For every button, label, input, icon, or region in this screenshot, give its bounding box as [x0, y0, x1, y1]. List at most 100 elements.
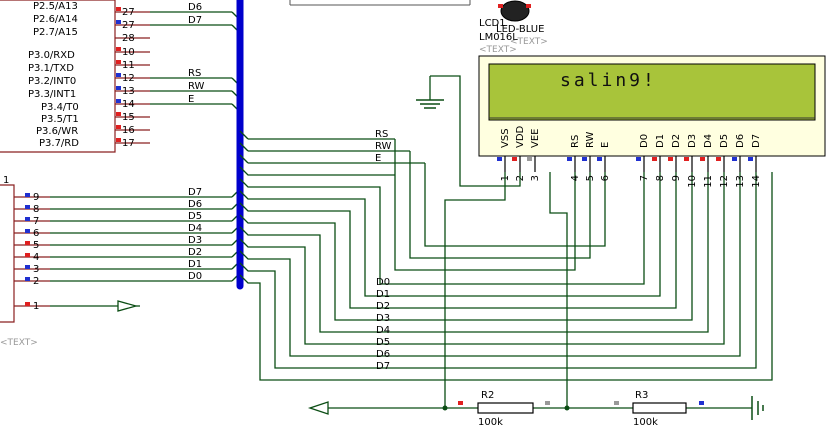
lcd-pin-number: 9 — [671, 175, 682, 181]
lcd-pin-marker — [527, 157, 532, 161]
mcu-pin-label: P3.7/RD — [39, 138, 79, 149]
led-component: LED-BLUE <TEXT> — [496, 0, 548, 47]
mcu-pin-label: P2.7/A15 — [33, 27, 78, 38]
lcd-pins: VSS1VDD2VEE3RS4RW5E6D07D18D29D310D411D51… — [497, 125, 762, 188]
lcd-pin-number: 3 — [530, 175, 541, 181]
mcu-pin-number: 27 — [122, 7, 135, 18]
mcu-pin-label: P3.6/WR — [36, 126, 78, 137]
net-label: D4 — [376, 325, 390, 336]
r3-ref: R3 — [635, 390, 648, 401]
mcu-pin-label: P3.4/T0 — [41, 102, 79, 113]
lcd-pin-number: 14 — [751, 175, 762, 188]
net-label: D3 — [188, 235, 202, 246]
resistor-r2: R2 100k — [458, 390, 550, 428]
connector-pin-number: 1 — [33, 301, 39, 312]
connector-ref: 1 — [3, 175, 9, 186]
lcd-pin-name: D5 — [719, 134, 730, 148]
mcu-pin-label: P3.2/INT0 — [28, 76, 76, 87]
lcd-pin-marker — [597, 157, 602, 161]
mcu-pin-number: 13 — [122, 86, 135, 97]
lcd-pin-number: 7 — [639, 175, 650, 181]
mcu-pin-label: P2.6/A14 — [33, 14, 78, 25]
lcd-pin-number: 4 — [570, 175, 581, 181]
mcu-pin-number: 11 — [122, 60, 135, 71]
connector-pin-number: 4 — [33, 252, 39, 263]
lcd-pin-marker — [700, 157, 705, 161]
connector-pin-number: 9 — [33, 192, 39, 203]
mcu-pin-label: P3.3/INT1 — [28, 89, 76, 100]
lcd-power-nets — [416, 75, 568, 408]
lcd-pin-number: 10 — [687, 175, 698, 188]
lcd-pin-name: D6 — [735, 134, 746, 148]
net-label: D7 — [188, 187, 202, 198]
bus-data-nets: D0 D1 D2 D3 D4 D5 D6 D7 — [239, 166, 773, 381]
lcd-pin-name: D1 — [655, 134, 666, 148]
net-label: D3 — [376, 313, 390, 324]
lcd-ref: LCD1 — [479, 18, 506, 29]
net-label: D4 — [188, 223, 202, 234]
mcu-pin-number: 14 — [122, 99, 135, 110]
lcd-pin-name: VDD — [515, 125, 526, 148]
lcd-pin-number: 12 — [719, 175, 730, 188]
lcd-pin-name: RS — [570, 135, 581, 148]
lcd-pin-marker — [652, 157, 657, 161]
lcd-pin-number: 8 — [655, 175, 666, 181]
connector-text-tag: <TEXT> — [0, 338, 38, 348]
lcd-pin-marker — [732, 157, 737, 161]
net-label: D7 — [188, 15, 202, 26]
net-label: D2 — [188, 247, 202, 258]
net-label: D7 — [376, 361, 390, 372]
mcu-pin-number: 15 — [122, 112, 135, 123]
net-label: E — [375, 153, 381, 164]
net-label: E — [188, 94, 194, 105]
lcd-pin-name: VSS — [500, 128, 511, 148]
mcu-pin-label: P3.5/T1 — [41, 114, 79, 125]
lcd-pin-name: VEE — [530, 129, 541, 148]
top-component — [289, 0, 471, 6]
lcd-text-tag: <TEXT> — [479, 45, 517, 55]
net-label: D5 — [376, 337, 390, 348]
lcd-part: LM016L — [479, 32, 518, 43]
lcd-pin-marker — [636, 157, 641, 161]
r3-value: 100k — [633, 417, 658, 428]
connector-pin-number: 3 — [33, 264, 39, 275]
mcu-pin-label: P3.0/RXD — [28, 50, 75, 61]
led-label: LED-BLUE — [496, 24, 544, 35]
net-label: D1 — [188, 259, 202, 270]
net-label: D6 — [188, 199, 202, 210]
lcd-pin-name: E — [600, 142, 611, 148]
net-label: D5 — [188, 211, 202, 222]
connector-pin-number: 5 — [33, 240, 39, 251]
net-label: RW — [188, 81, 205, 92]
net-label: RW — [375, 141, 392, 152]
connector-pin-number: 2 — [33, 276, 39, 287]
r2-ref: R2 — [481, 390, 494, 401]
connector-nets: D7 D6 D5 D4 D3 D2 D1 D0 — [50, 187, 241, 312]
mcu-pin-number: 16 — [122, 125, 135, 136]
resistor-r3: R3 100k — [614, 390, 704, 428]
mcu-nets: D6 D7 RS RW E — [150, 2, 241, 113]
net-label: D0 — [376, 277, 390, 288]
lcd-module: LCD1 LM016L <TEXT> salin9! — [478, 18, 826, 157]
lcd-pin-marker — [582, 157, 587, 161]
bottom-rail — [307, 396, 764, 420]
lcd-pin-name: D4 — [703, 134, 714, 148]
lcd-pin-name: D2 — [671, 134, 682, 148]
net-label: D1 — [376, 289, 390, 300]
connector-pin-number: 7 — [33, 216, 39, 227]
connector-pins: 9 8 7 6 5 4 3 2 1 — [14, 192, 50, 312]
lcd-pin-marker — [668, 157, 673, 161]
lcd-pin-name: D7 — [751, 134, 762, 148]
net-label: D6 — [188, 2, 202, 13]
lcd-pin-marker — [497, 157, 502, 161]
lcd-pin-number: 5 — [585, 175, 596, 181]
mcu-pin-label: P3.1/TXD — [28, 63, 74, 74]
lcd-pin-name: RW — [585, 131, 596, 148]
net-label: RS — [188, 68, 201, 79]
connector-pin-number: 8 — [33, 204, 39, 215]
mcu-pin-number: 10 — [122, 47, 135, 58]
lcd-pin-marker — [684, 157, 689, 161]
lcd-pin-number: 13 — [735, 175, 746, 188]
